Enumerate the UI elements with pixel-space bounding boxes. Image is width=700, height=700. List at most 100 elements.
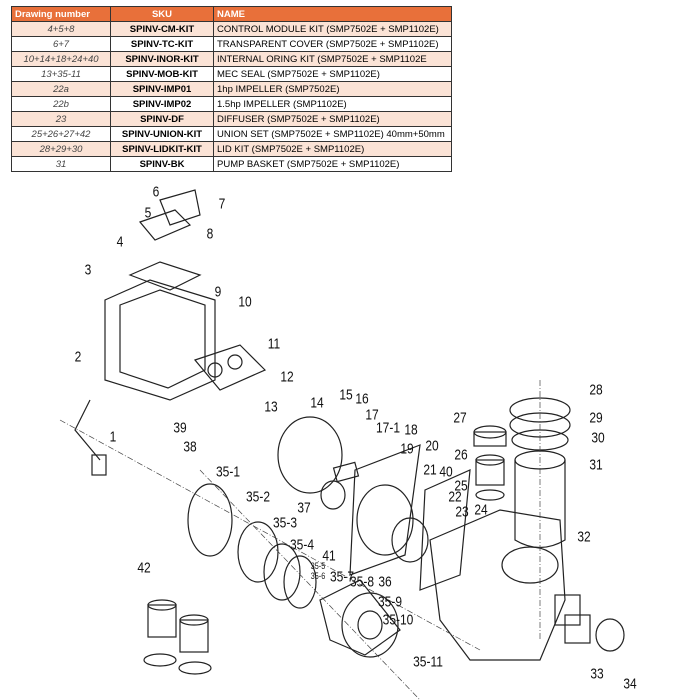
name-cell: CONTROL MODULE KIT (SMP7502E + SMP1102E) [213, 21, 452, 37]
union-fittings [143, 425, 625, 675]
part-callout-label: 35-9 [377, 593, 403, 611]
drawing-number-cell: 31 [11, 156, 111, 172]
part-callout-label: 19 [400, 440, 414, 458]
part-callout-label: 31 [589, 456, 603, 474]
front-plate [277, 416, 421, 576]
part-callout-label: 35-7 [329, 568, 355, 586]
part-callout-label: 16 [355, 390, 369, 408]
diffuser-impeller [391, 469, 471, 591]
part-callout-label: 36 [378, 573, 392, 591]
header-name: NAME [213, 6, 452, 22]
part-callout-label: 35-8 [349, 573, 375, 591]
part-callout-label: 1 [109, 428, 117, 446]
part-callout-label: 9 [214, 283, 222, 301]
part-callout-label: 22 [448, 488, 462, 506]
part-callout-label: 23 [455, 503, 469, 521]
drawing-number-cell: 22b [11, 96, 111, 112]
cable-plug [91, 454, 107, 476]
sku-cell: SPINV-MOB-KIT [110, 66, 214, 82]
sku-cell: SPINV-INOR-KIT [110, 51, 214, 67]
part-callout-label: 40 [439, 463, 453, 481]
part-callout-label: 28 [589, 381, 603, 399]
part-callout-label: 2 [74, 348, 82, 366]
part-callout-label: 21 [423, 461, 437, 479]
part-callout-label: 35-10 [382, 611, 414, 629]
part-callout-label: 12 [280, 368, 294, 386]
drawing-number-cell: 25+26+27+42 [11, 126, 111, 142]
part-callout-label: 35-2 [245, 488, 271, 506]
part-callout-label: 25 [454, 477, 468, 495]
name-cell: MEC SEAL (SMP7502E + SMP1102E) [213, 66, 452, 82]
name-cell: UNION SET (SMP7502E + SMP1102E) 40mm+50m… [213, 126, 452, 142]
header-sku: SKU [110, 6, 214, 22]
part-callout-label: 10 [238, 293, 252, 311]
part-callout-label: 39 [173, 419, 187, 437]
part-callout-label: 13 [264, 398, 278, 416]
part-callout-label: 35-6 [310, 571, 326, 581]
part-callout-label: 24 [474, 501, 488, 519]
header-drawing-number: Drawing number [11, 6, 111, 22]
table-header: Drawing number SKU NAME [11, 6, 452, 22]
drawing-number-cell: 10+14+18+24+40 [11, 51, 111, 67]
name-cell: INTERNAL ORING KIT (SMP7502E + SMP1102E [213, 51, 452, 67]
part-callout-label: 20 [425, 437, 439, 455]
part-callout-label: 17 [365, 406, 379, 424]
part-callout-label: 26 [454, 446, 468, 464]
axis-line [59, 419, 481, 651]
part-callout-label: 8 [206, 225, 214, 243]
sku-cell: SPINV-BK [110, 156, 214, 172]
axis-line [199, 469, 421, 700]
drawing-number-cell: 6+7 [11, 36, 111, 52]
name-cell: TRANSPARENT COVER (SMP7502E + SMP1102E) [213, 36, 452, 52]
part-callout-label: 15 [339, 386, 353, 404]
name-cell: 1hp IMPELLER (SMP7502E) [213, 81, 452, 97]
part-callout-label: 7 [218, 195, 226, 213]
part-callout-label: 37 [297, 499, 311, 517]
drawing-number-cell: 13+35-11 [11, 66, 111, 82]
part-callout-label: 29 [589, 409, 603, 427]
drawing-number-cell: 28+29+30 [11, 141, 111, 157]
part-callout-label: 14 [310, 394, 324, 412]
sku-cell: SPINV-CM-KIT [110, 21, 214, 37]
part-callout-label: 32 [577, 528, 591, 546]
part-callout-label: 17-1 [375, 419, 401, 437]
part-callout-label: 35-4 [289, 536, 315, 554]
part-callout-label: 27 [453, 409, 467, 427]
part-callout-label: 11 [267, 335, 281, 353]
control-module-housing [104, 189, 216, 401]
part-callout-label: 6 [152, 183, 160, 201]
drawing-number-cell: 22a [11, 81, 111, 97]
drawing-number-cell: 4+5+8 [11, 21, 111, 37]
name-cell: LID KIT (SMP7502E + SMP1102E) [213, 141, 452, 157]
part-callout-label: 38 [183, 438, 197, 456]
name-cell: DIFFUSER (SMP7502E + SMP1102E) [213, 111, 452, 127]
name-cell: 1.5hp IMPELLER (SMP1102E) [213, 96, 452, 112]
sku-cell: SPINV-IMP01 [110, 81, 214, 97]
pump-body [429, 509, 581, 661]
name-cell: PUMP BASKET (SMP7502E + SMP1102E) [213, 156, 452, 172]
part-callout-label: 34 [623, 675, 637, 693]
power-cable [74, 399, 101, 461]
part-callout-label: 35-5 [310, 561, 326, 571]
control-board [193, 344, 267, 391]
sku-cell: SPINV-LIDKIT-KIT [110, 141, 214, 157]
motor-assembly [187, 483, 401, 658]
part-callout-label: 4 [116, 233, 124, 251]
sku-cell: SPINV-UNION-KIT [110, 126, 214, 142]
part-callout-label: 35-3 [272, 514, 298, 532]
drawing-number-cell: 23 [11, 111, 111, 127]
part-callout-label: 35-1 [215, 463, 241, 481]
part-callout-label: 35-11 [413, 653, 443, 671]
sku-cell: SPINV-TC-KIT [110, 36, 214, 52]
